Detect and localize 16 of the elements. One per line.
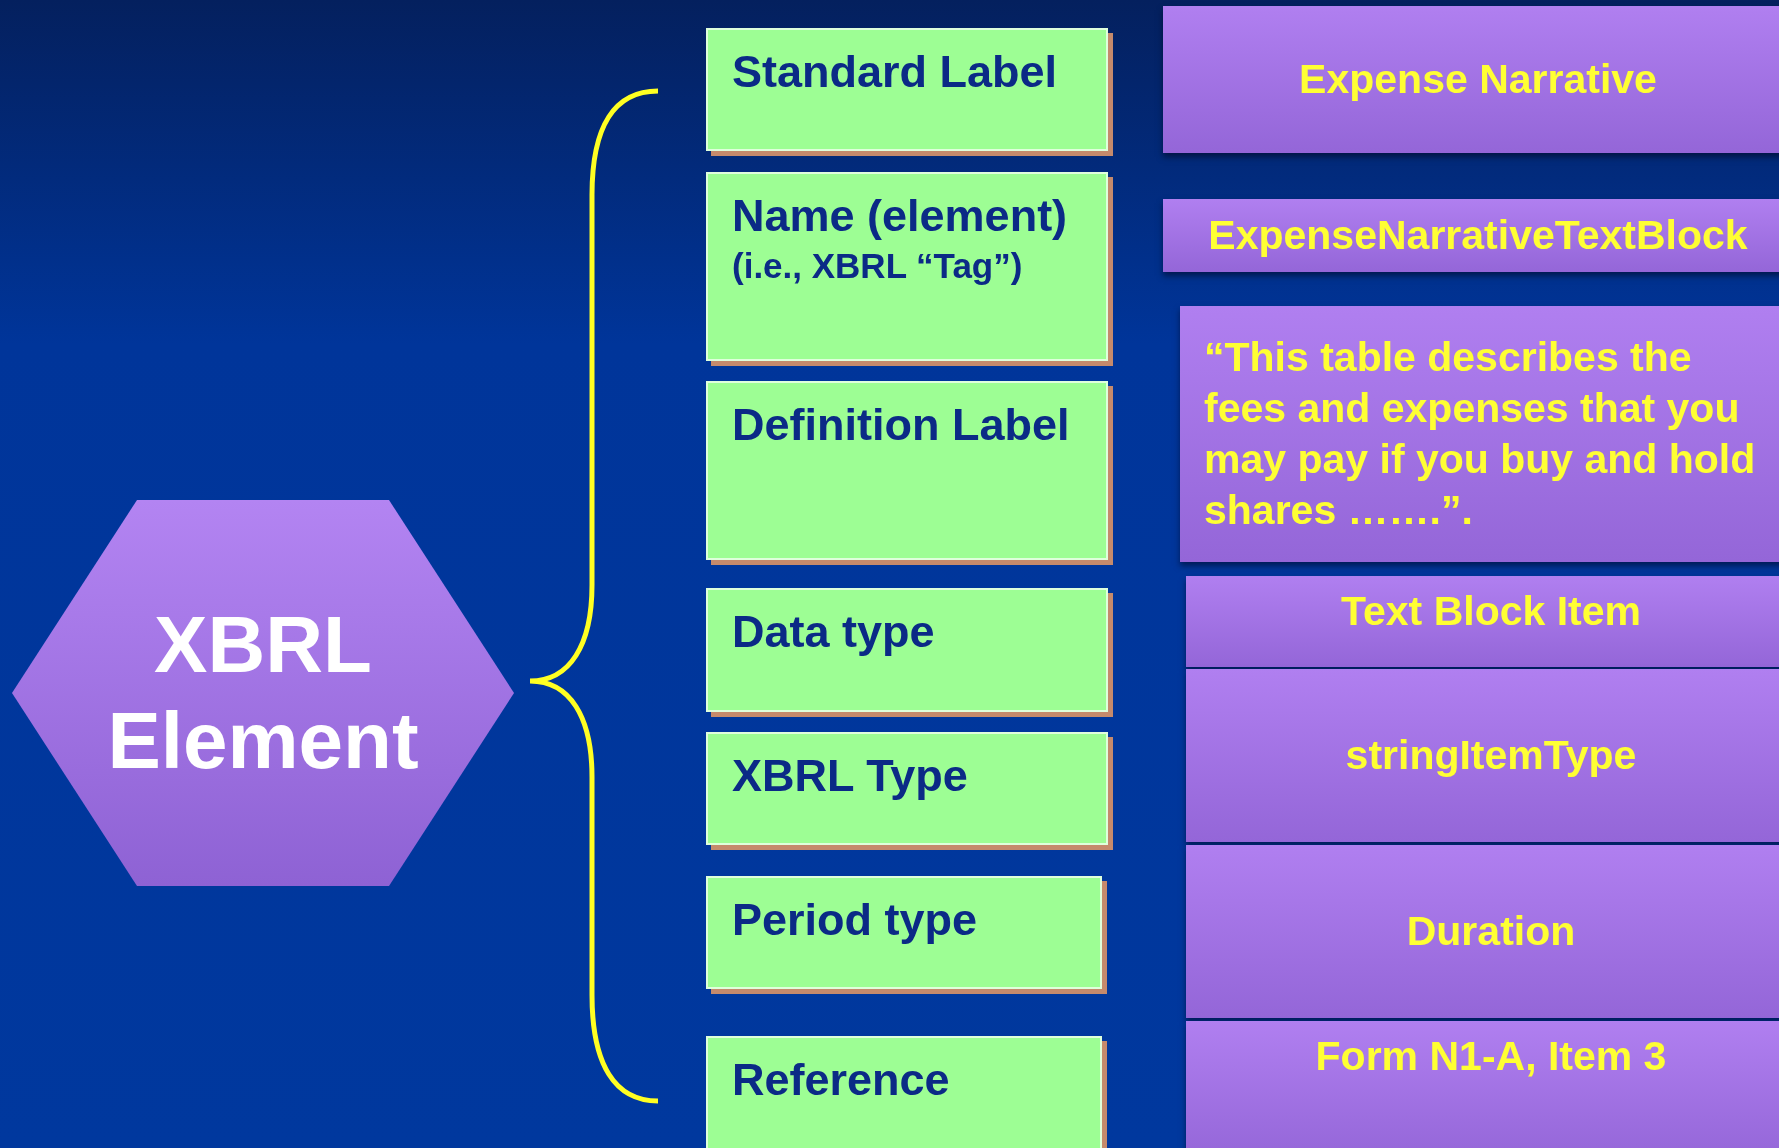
attribute-label: Definition Label <box>732 398 1071 452</box>
value-text: stringItemType <box>1345 732 1637 779</box>
value-text: “This table describes the fees and expenses that you may pay if you buy and hold shares …….”. <box>1204 332 1757 536</box>
attribute-label: Period type <box>732 893 979 947</box>
value-text: Text Block Item <box>1341 588 1641 635</box>
attribute-label: Name (element) <box>732 189 1069 243</box>
value-text: Form N1-A, Item 3 <box>1315 1033 1667 1080</box>
attribute-label: Reference <box>732 1053 951 1107</box>
attribute-label: XBRL Type <box>732 749 969 803</box>
value-text: ExpenseNarrativeTextBlock <box>1208 212 1748 259</box>
value-text: Expense Narrative <box>1299 56 1657 103</box>
attribute-label: Data type <box>732 605 936 659</box>
value-text: Duration <box>1406 908 1576 955</box>
attribute-label: (i.e., XBRL “Tag”) <box>732 245 1024 288</box>
hexagon-label: XBRL Element <box>107 600 419 785</box>
attribute-label: Standard Label <box>732 45 1059 99</box>
